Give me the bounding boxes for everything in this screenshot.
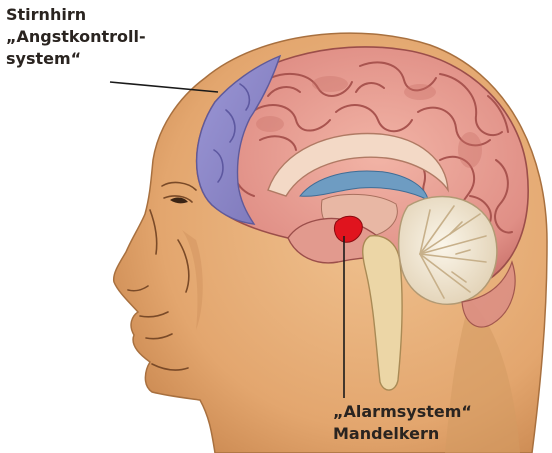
amygdala-label-line1: „Alarmsystem“	[333, 401, 472, 423]
amygdala-label-line2: Mandelkern	[333, 423, 472, 445]
frontal-label-line1: Stirnhirn	[6, 4, 146, 26]
frontal-lobe-label: Stirnhirn „Angstkontroll- system“	[6, 4, 146, 70]
frontal-label-line2: „Angstkontroll-	[6, 26, 146, 48]
amygdala-label: „Alarmsystem“ Mandelkern	[333, 401, 472, 445]
cerebellum	[399, 196, 497, 304]
frontal-label-line3: system“	[6, 48, 146, 70]
